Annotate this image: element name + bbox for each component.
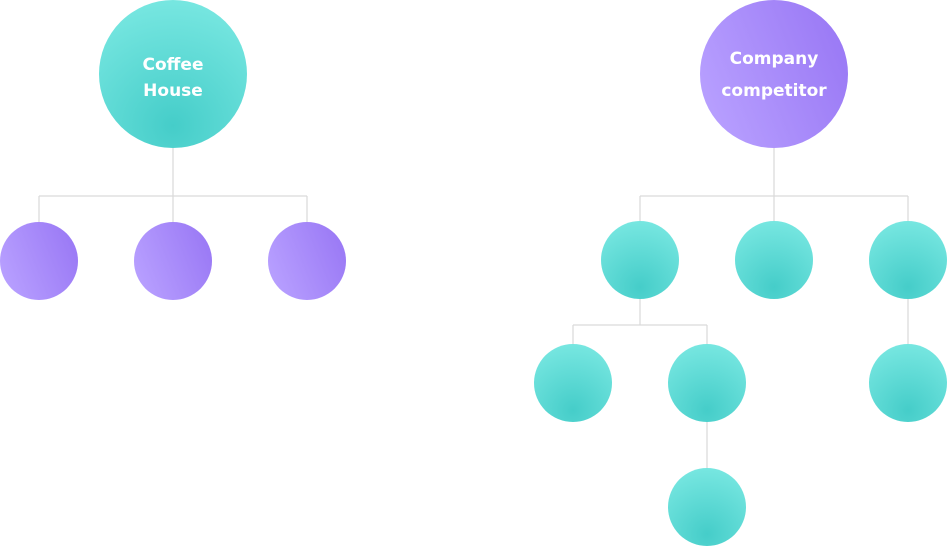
grandchild-node[interactable]: [668, 344, 746, 422]
child-node[interactable]: [0, 222, 78, 300]
tree-company-competitor: Company competitor: [534, 0, 947, 546]
root-label-line-2: competitor: [721, 81, 827, 101]
root-node-company-competitor[interactable]: Company competitor: [700, 0, 848, 148]
grandchild-node[interactable]: [869, 344, 947, 422]
child-node[interactable]: [869, 221, 947, 299]
grandchild-node[interactable]: [534, 344, 612, 422]
child-node[interactable]: [735, 221, 813, 299]
great-grandchild-node[interactable]: [668, 468, 746, 546]
tree-coffee-house: Coffee House: [0, 0, 346, 300]
child-node[interactable]: [601, 221, 679, 299]
root-label-line-1: Company: [730, 49, 819, 69]
child-node[interactable]: [268, 222, 346, 300]
root-node-coffee-house[interactable]: Coffee House: [99, 0, 247, 148]
root-label-line-2: House: [143, 81, 203, 101]
child-node[interactable]: [134, 222, 212, 300]
root-label-line-1: Coffee: [143, 55, 204, 75]
